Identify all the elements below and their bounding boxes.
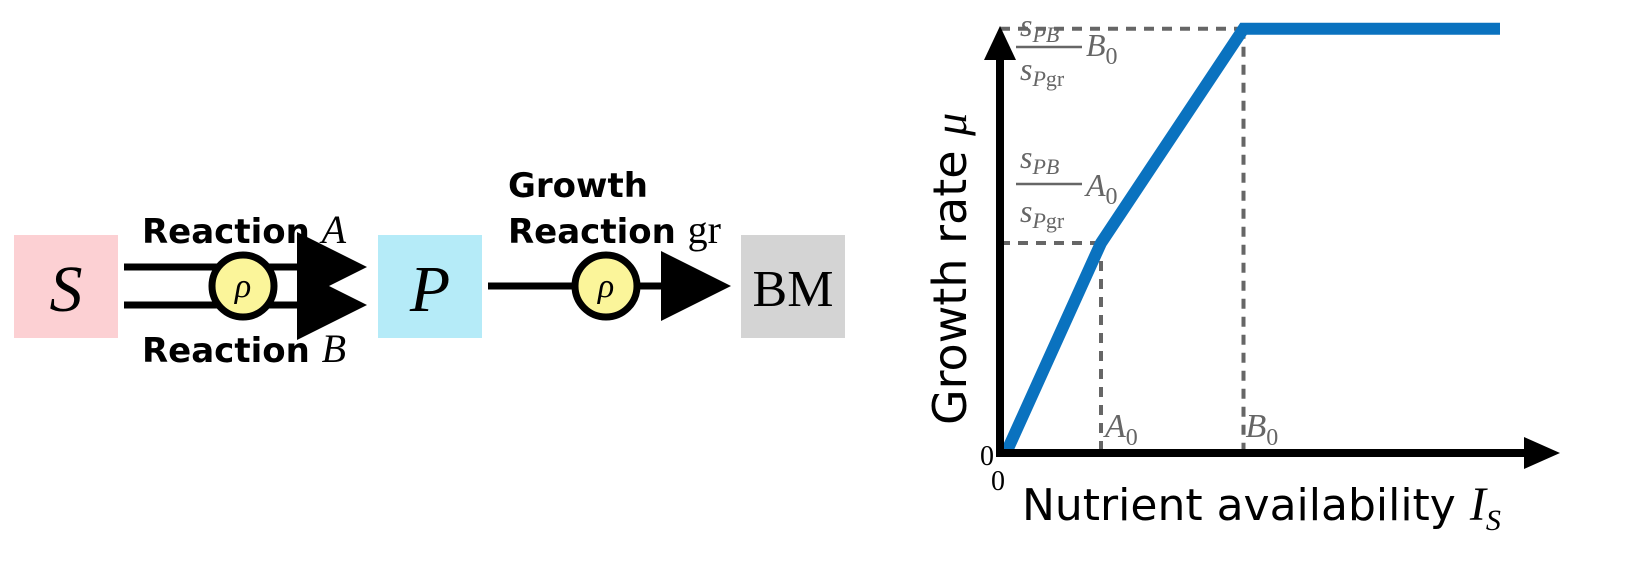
biomass-box <box>741 235 845 338</box>
y-marker-a0-factor: A0 <box>1084 167 1118 210</box>
x-axis-label: Nutrient availability IS <box>1022 478 1501 537</box>
y-marker-b0-denominator: sPgr <box>1020 51 1065 91</box>
y-axis-arrowhead <box>984 26 1016 60</box>
reaction-diagram: S P BM ρ Reaction A Reaction B ρ Growth … <box>14 166 845 371</box>
y-marker-a0-level: sPB sPgr A0 <box>1016 139 1118 233</box>
x-axis-arrowhead <box>1524 437 1560 469</box>
growth-rate-series-line <box>1000 22 1500 456</box>
y-marker-b0-level: sPB sPgr B0 <box>1016 7 1118 91</box>
y-marker-a0-denominator: sPgr <box>1020 193 1065 233</box>
biomass-label: BM <box>753 261 834 318</box>
substrate-box <box>14 235 118 338</box>
precursor-label: P <box>409 253 450 326</box>
precursor-box <box>378 235 482 338</box>
y-marker-a0-numerator: sPB <box>1020 139 1059 179</box>
origin-y-label: 0 <box>980 441 994 472</box>
rho-label-ab: ρ <box>234 268 251 305</box>
substrate-label: S <box>50 253 83 326</box>
rho-enzyme-ab <box>208 251 278 321</box>
growth-chart: 0 0 Nutrient availability IS Growth rate… <box>923 7 1560 537</box>
reaction-b-label: Reaction B <box>142 326 346 371</box>
reaction-a-label: Reaction A <box>142 207 347 252</box>
y-axis-label: Growth rate μ <box>923 113 977 425</box>
growth-label-line2: Reaction gr <box>508 207 721 252</box>
growth-label-line1: Growth <box>508 166 648 206</box>
x-marker-b0: B0 <box>1246 408 1279 451</box>
y-marker-b0-factor: B0 <box>1086 27 1118 70</box>
rho-enzyme-gr <box>571 251 641 321</box>
rho-label-gr: ρ <box>597 268 614 305</box>
x-marker-a0: A0 <box>1103 408 1138 451</box>
origin-x-label: 0 <box>991 466 1005 497</box>
y-marker-b0-numerator: sPB <box>1020 7 1059 47</box>
